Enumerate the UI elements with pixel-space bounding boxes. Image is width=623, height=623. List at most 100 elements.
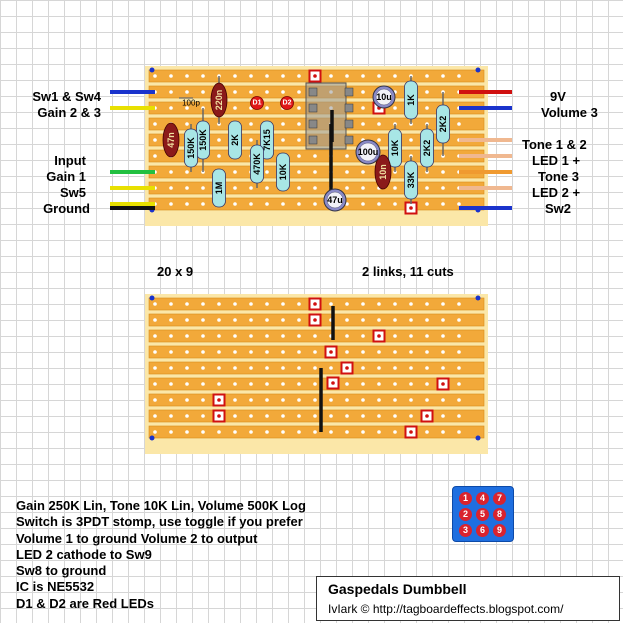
strip-hole (361, 106, 365, 110)
strip-hole (297, 302, 301, 306)
strip-hole (377, 122, 381, 126)
strip-hole (361, 430, 365, 434)
strip-hole (265, 106, 269, 110)
strip-hole (281, 318, 285, 322)
strip-hole (377, 366, 381, 370)
strip-hole (377, 398, 381, 402)
strip-hole (169, 186, 173, 190)
strip-hole (153, 350, 157, 354)
strip-hole (169, 202, 173, 206)
strip-hole (153, 302, 157, 306)
strip-hole (265, 350, 269, 354)
note-leds: D1 & D2 are Red LEDs (16, 595, 154, 611)
keypad-pin: 1 (459, 492, 472, 505)
label-gain-1: Gain 1 (46, 169, 86, 184)
strip-hole (329, 430, 333, 434)
note-sw8: Sw8 to ground (16, 563, 107, 579)
strip-hole (345, 186, 349, 190)
ecap-10u-label: 10u (376, 92, 392, 102)
strip-hole (313, 430, 317, 434)
strip-hole (201, 318, 205, 322)
grid-size-label: 20 x 9 (157, 264, 194, 279)
ic-pin (344, 135, 354, 145)
strip-hole (425, 74, 429, 78)
strip-hole (393, 318, 397, 322)
strip-hole (409, 366, 413, 370)
cap-47n-label: 47n (166, 132, 176, 148)
corner-mark (149, 295, 155, 301)
res-1k-label: 1K (406, 94, 416, 106)
cap-220n (210, 82, 228, 118)
strip-hole (233, 382, 237, 386)
strip-hole (153, 318, 157, 322)
led-d2 (280, 96, 294, 110)
strip-hole (441, 334, 445, 338)
strip-hole (249, 202, 253, 206)
strip-hole (297, 350, 301, 354)
strip-hole (409, 350, 413, 354)
cap-10n (374, 154, 392, 190)
strip-hole (217, 318, 221, 322)
strip-hole (329, 302, 333, 306)
strip-hole (329, 74, 333, 78)
strip-hole (457, 122, 461, 126)
strip-hole (441, 170, 445, 174)
res-7k15 (260, 120, 274, 160)
strip-hole (281, 302, 285, 306)
strip-hole (393, 366, 397, 370)
strip-hole (409, 414, 413, 418)
strip-hole (169, 90, 173, 94)
strip-hole (281, 366, 285, 370)
strip-hole (185, 186, 189, 190)
strip-hole (249, 186, 253, 190)
note-pots: Gain 250K Lin, Tone 10K Lin, Volume 500K… (16, 498, 306, 513)
label-gain-2-3: Gain 2 & 3 (37, 105, 101, 120)
strip-hole (281, 334, 285, 338)
strip-hole (281, 138, 285, 142)
strip-hole (233, 170, 237, 174)
strip-hole (361, 366, 365, 370)
strip-hole (361, 398, 365, 402)
strip-hole (345, 170, 349, 174)
strip-hole (393, 414, 397, 418)
res-7k15-label: 7K15 (262, 129, 272, 151)
strip-hole (345, 202, 349, 206)
strip-hole (441, 74, 445, 78)
label-led2-plus: LED 2 + (532, 185, 581, 200)
strip-hole (313, 170, 317, 174)
strip-hole (169, 366, 173, 370)
strip-hole (425, 350, 429, 354)
strip-hole (249, 382, 253, 386)
strip-hole (361, 382, 365, 386)
strip-hole (217, 382, 221, 386)
bottom-stripboard (145, 294, 488, 454)
strip-hole (201, 302, 205, 306)
strip-hole (313, 350, 317, 354)
strip-hole (233, 366, 237, 370)
ic-pin (308, 135, 318, 145)
strip-hole (185, 398, 189, 402)
track-cut-dot (441, 382, 445, 386)
res-2k (228, 120, 242, 160)
strip-hole (201, 382, 205, 386)
strip-hole (153, 334, 157, 338)
strip-hole (313, 366, 317, 370)
strip-hole (233, 302, 237, 306)
note-switch: Switch is 3PDT stomp, use toggle if you … (16, 514, 303, 530)
strip-hole (265, 318, 269, 322)
corner-mark (149, 435, 155, 441)
label-tone-1-2: Tone 1 & 2 (522, 137, 587, 152)
ecap-100u-label: 100u (358, 147, 379, 157)
strip-hole (313, 398, 317, 402)
strip-hole (153, 430, 157, 434)
strip-hole (297, 154, 301, 158)
res-10k-b-label: 10K (390, 139, 400, 156)
corner-mark (149, 67, 155, 73)
strip-hole (265, 202, 269, 206)
label-ground: Ground (43, 201, 90, 216)
strip-hole (201, 414, 205, 418)
strip-hole (329, 414, 333, 418)
strip-hole (441, 202, 445, 206)
strip-hole (249, 366, 253, 370)
links-cuts-label: 2 links, 11 cuts (362, 264, 454, 279)
